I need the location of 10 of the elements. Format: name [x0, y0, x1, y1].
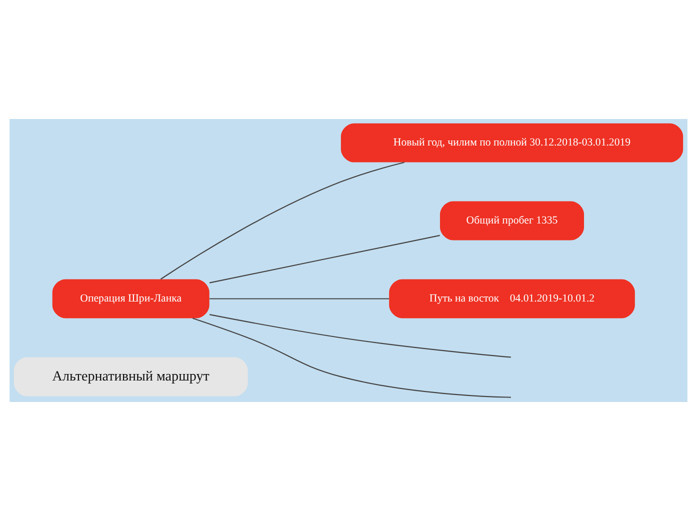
connector: [160, 161, 404, 280]
node-box: Путь на восток 04.01.2019-10.01.2: [388, 278, 634, 318]
node-box: Операция Шри-Ланка: [52, 278, 209, 318]
connector: [208, 234, 440, 283]
node-box: Общий пробег 1335: [440, 200, 584, 240]
node-box: Альтернативный маршрут: [13, 356, 248, 396]
connector: [209, 298, 389, 299]
connector: [192, 317, 510, 398]
connector: [209, 314, 510, 358]
node-box: Новый год, чилим по полной 30.12.2018-03.01.2019: [340, 122, 683, 162]
